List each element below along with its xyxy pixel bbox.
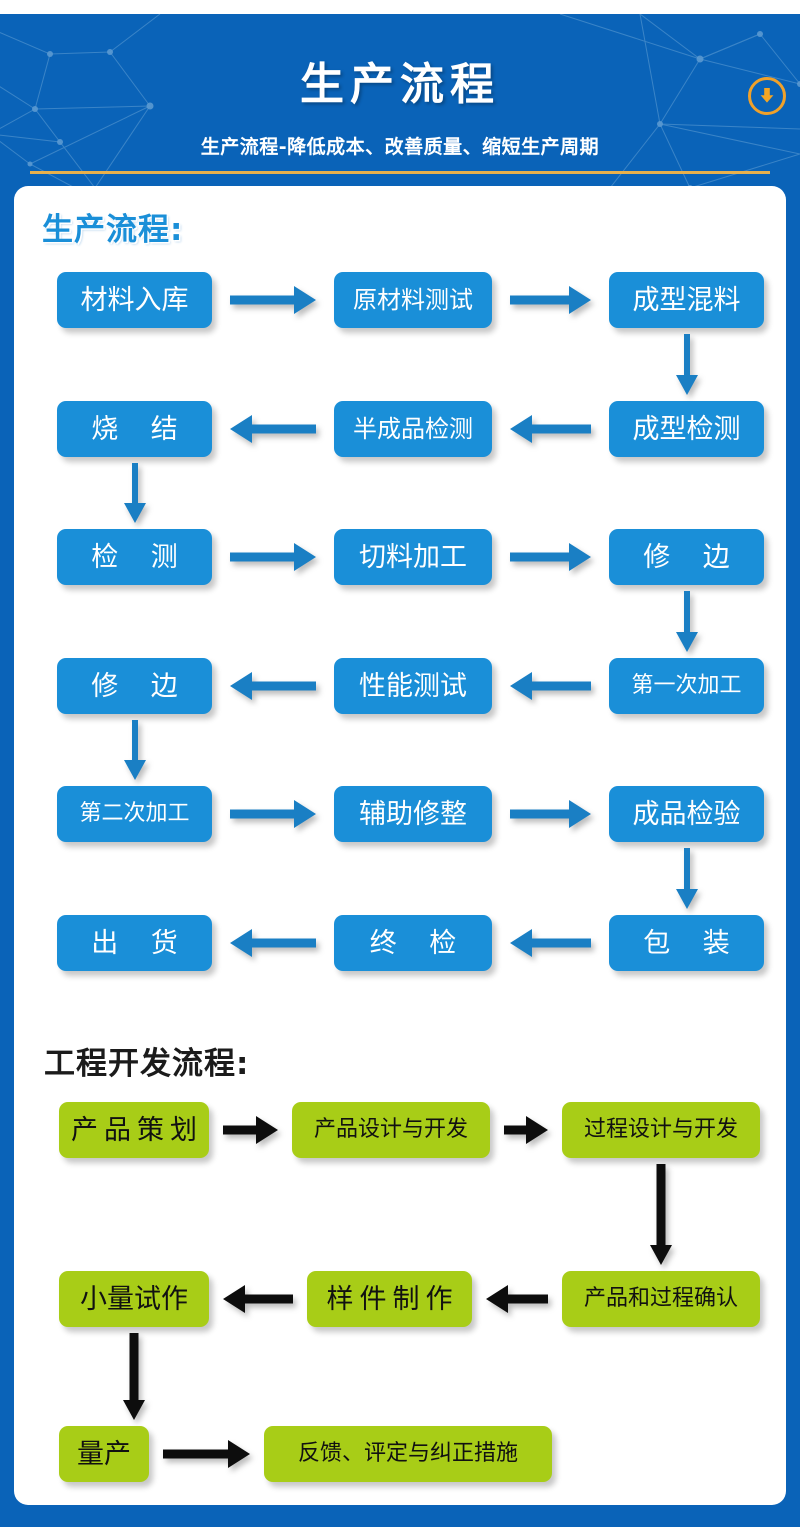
flow-arrow-left — [510, 415, 591, 443]
flow-arrow-down — [675, 334, 698, 395]
flow-arrow-left — [510, 672, 591, 700]
flow-arrow-left — [230, 929, 316, 957]
dev-arrow-down — [650, 1164, 672, 1265]
process-node-包装[interactable]: 包 装 — [609, 915, 764, 971]
flow-arrow-down — [123, 463, 146, 523]
flow-arrow-right — [510, 800, 591, 828]
process-node-烧结[interactable]: 烧 结 — [57, 401, 212, 457]
process-node-半成品检测[interactable]: 半成品检测 — [334, 401, 492, 457]
flow-arrow-down — [675, 591, 698, 652]
process-node-出货[interactable]: 出 货 — [57, 915, 212, 971]
flow-arrow-left — [510, 929, 591, 957]
flow-arrow-right — [510, 286, 591, 314]
flow-arrow-left — [230, 415, 316, 443]
page-subtitle: 生产流程-降低成本、改善质量、缩短生产周期 — [200, 136, 600, 158]
dev-node-反馈评定与纠正措施[interactable]: 反馈、评定与纠正措施 — [264, 1426, 552, 1482]
page-title: 生产流程 — [300, 59, 500, 110]
top-white-strip — [0, 0, 800, 14]
process-node-辅助修整[interactable]: 辅助修整 — [334, 786, 492, 842]
section-title-production: 生产流程: — [42, 212, 184, 248]
process-node-原材料测试[interactable]: 原材料测试 — [334, 272, 492, 328]
dev-node-量产[interactable]: 量产 — [59, 1426, 149, 1482]
process-node-成型混料[interactable]: 成型混料 — [609, 272, 764, 328]
dev-node-小量试作[interactable]: 小量试作 — [59, 1271, 209, 1327]
flow-arrow-right — [230, 800, 316, 828]
flow-arrow-left — [230, 672, 316, 700]
header-divider — [30, 171, 770, 174]
dev-node-样件制作[interactable]: 样件制作 — [307, 1271, 472, 1327]
process-node-检测[interactable]: 检 测 — [57, 529, 212, 585]
process-node-材料入库[interactable]: 材料入库 — [57, 272, 212, 328]
dev-arrow-right — [504, 1116, 548, 1144]
flow-arrow-right — [230, 286, 316, 314]
dev-node-产品设计与开发[interactable]: 产品设计与开发 — [292, 1102, 490, 1158]
process-node-终检[interactable]: 终 检 — [334, 915, 492, 971]
dev-node-产品和过程确认[interactable]: 产品和过程确认 — [562, 1271, 760, 1327]
process-node-切料加工[interactable]: 切料加工 — [334, 529, 492, 585]
dev-arrow-left — [223, 1285, 293, 1313]
dev-node-过程设计与开发[interactable]: 过程设计与开发 — [562, 1102, 760, 1158]
process-node-修边[interactable]: 修 边 — [609, 529, 764, 585]
section-title-engineering: 工程开发流程: — [44, 1046, 250, 1082]
dev-arrow-right — [163, 1440, 250, 1468]
process-node-成品检验[interactable]: 成品检验 — [609, 786, 764, 842]
process-node-第一次加工[interactable]: 第一次加工 — [609, 658, 764, 714]
process-node-成型检测[interactable]: 成型检测 — [609, 401, 764, 457]
flow-arrow-down — [675, 848, 698, 909]
content-panel: 生产流程: 材料入库原材料测试成型混料烧 结半成品检测成型检测检 测切料加工修 … — [14, 186, 786, 1505]
flow-arrow-right — [510, 543, 591, 571]
dev-arrow-left — [486, 1285, 548, 1313]
dev-arrow-down — [123, 1333, 145, 1420]
process-node-第二次加工[interactable]: 第二次加工 — [57, 786, 212, 842]
dev-node-产品策划[interactable]: 产品策划 — [59, 1102, 209, 1158]
process-node-修边[interactable]: 修 边 — [57, 658, 212, 714]
flow-arrow-down — [123, 720, 146, 780]
page-header: 生产流程 生产流程-降低成本、改善质量、缩短生产周期 — [0, 14, 800, 188]
download-arrow-icon[interactable] — [748, 77, 786, 115]
download-arrow-glyph — [760, 88, 774, 103]
flow-arrow-right — [230, 543, 316, 571]
process-node-性能测试[interactable]: 性能测试 — [334, 658, 492, 714]
dev-arrow-right — [223, 1116, 278, 1144]
